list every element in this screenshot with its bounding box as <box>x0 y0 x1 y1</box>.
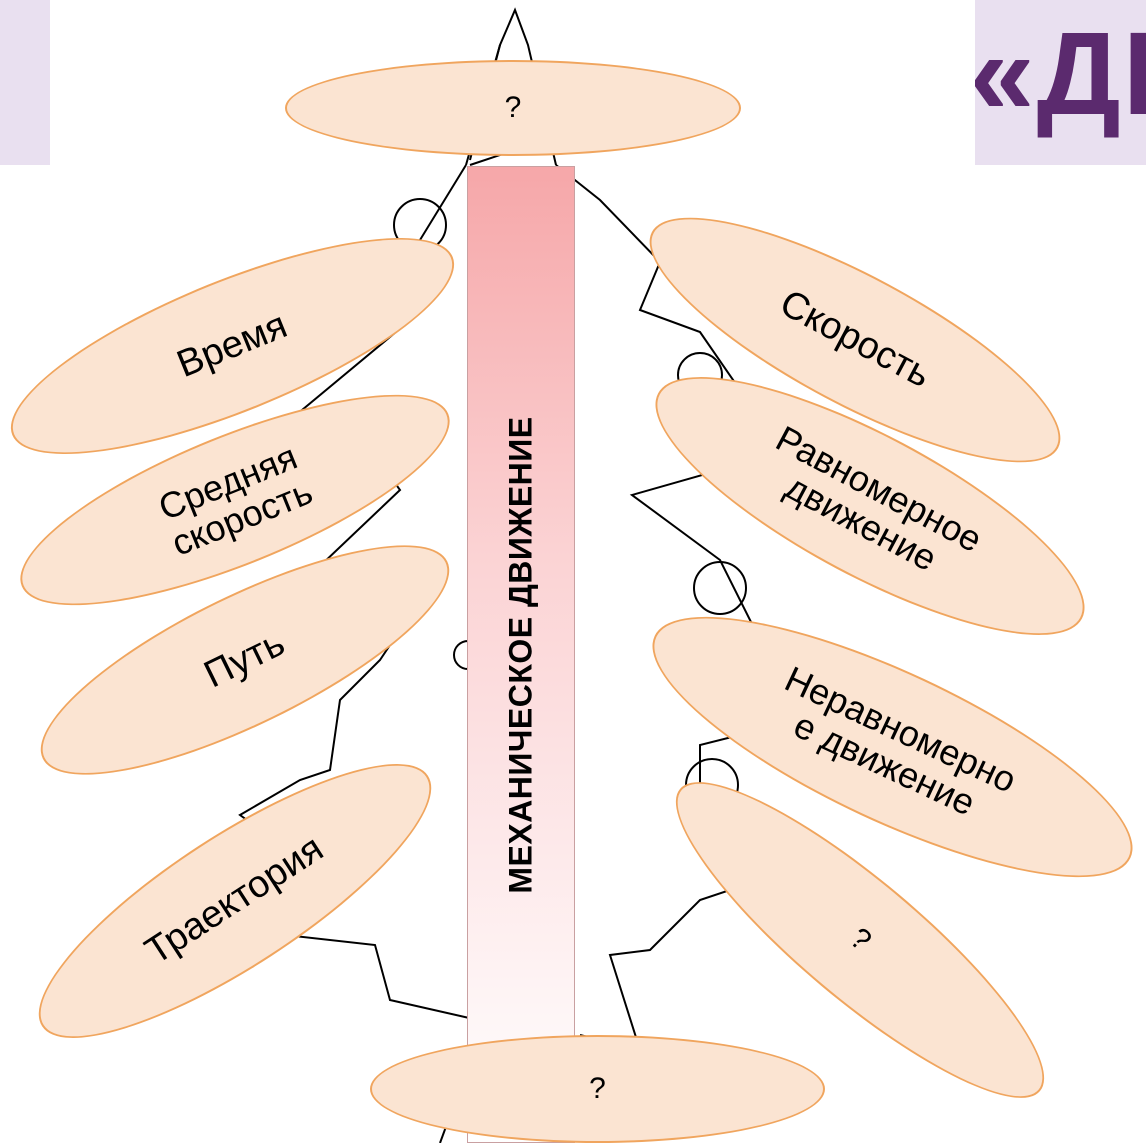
left-oval-label: Время <box>172 306 293 386</box>
trunk-label: МЕХАНИЧЕСКОЕ ДВИЖЕНИЕ <box>503 416 540 893</box>
top-oval-label: ? <box>505 92 522 124</box>
left-oval-label: Средняя скорость <box>152 437 317 562</box>
bottom-oval-label: ? <box>589 1073 606 1105</box>
left-oval-label: Путь <box>199 624 292 696</box>
right-oval-label: Скорость <box>773 284 937 396</box>
ornament-ball <box>694 562 746 614</box>
right-oval-label: ? <box>843 923 876 958</box>
top-oval: ? <box>285 60 741 156</box>
bottom-oval: ? <box>370 1035 825 1143</box>
